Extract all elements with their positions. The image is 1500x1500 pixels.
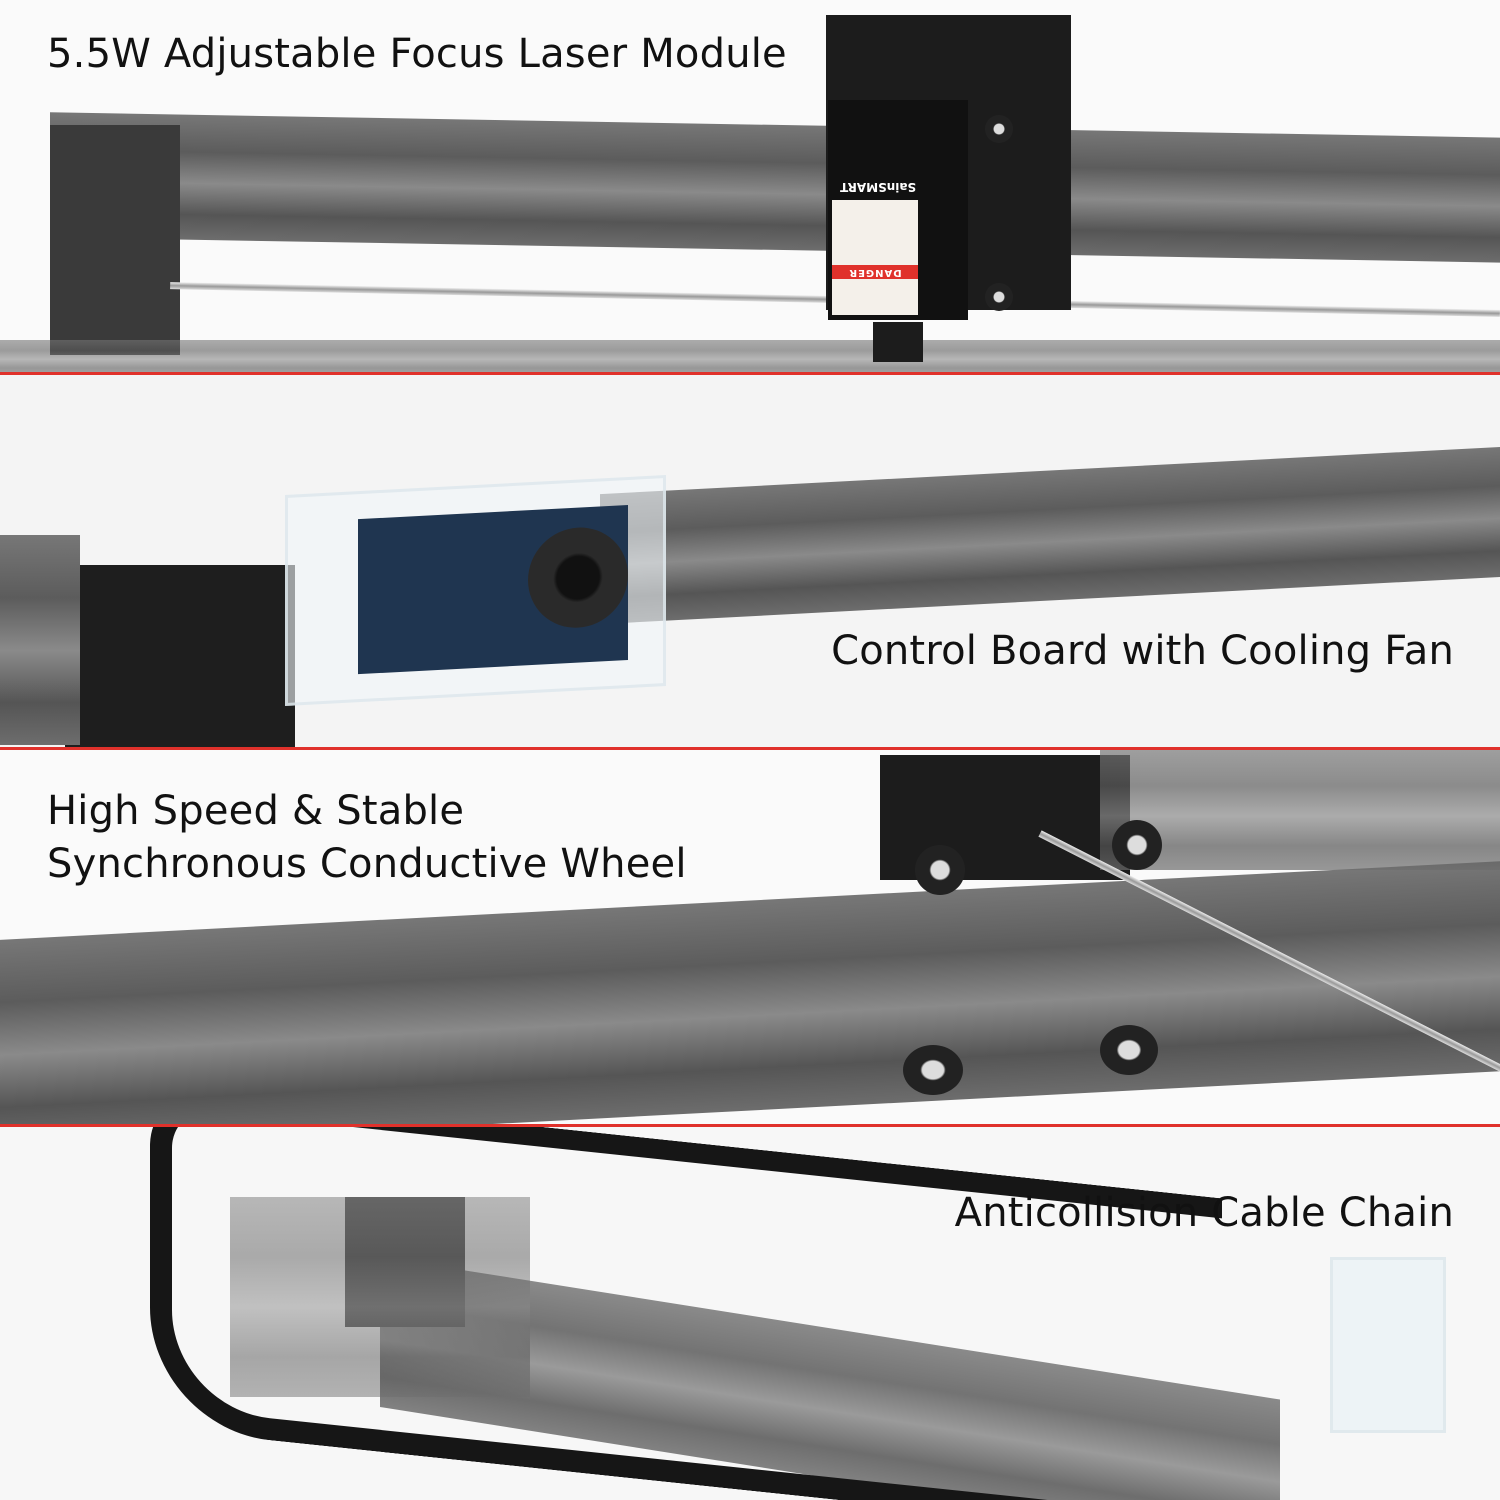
x-axis-rail: [0, 860, 1500, 1125]
idler-wheel: [985, 283, 1013, 311]
danger-strip: DANGER: [832, 265, 918, 279]
frame-corner: [50, 125, 180, 355]
caption-wheel-line2: Synchronous Conductive Wheel: [47, 841, 687, 887]
y-axis-rail: [600, 445, 1500, 625]
panel-laser-module: SainSMART DANGER 5.5W Adjustable Focus L…: [0, 0, 1500, 373]
x-axis-rail: [50, 112, 1500, 263]
panel-control-board: Control Board with Cooling Fan: [0, 375, 1500, 748]
panel-cable-chain: Anticollision Cable Chain: [0, 1127, 1500, 1500]
laser-brand-logo: SainSMART: [840, 180, 917, 194]
cable-chain: [150, 1127, 1222, 1500]
panel-separator: [0, 372, 1500, 375]
panel-wheel: High Speed & Stable Synchronous Conducti…: [0, 750, 1500, 1125]
caption-cable-chain: Anticollision Cable Chain: [954, 1190, 1454, 1236]
control-board-small: [1330, 1257, 1446, 1433]
laser-warning-label: DANGER: [832, 200, 918, 315]
panel-separator: [0, 1124, 1500, 1127]
idler-wheel: [985, 115, 1013, 143]
pulley-wheel: [1112, 820, 1162, 870]
caption-control-board: Control Board with Cooling Fan: [831, 628, 1454, 674]
back-rail: [1100, 750, 1500, 870]
focus-knob: [873, 322, 923, 362]
side-rail: [0, 535, 80, 745]
pulley-wheel: [1100, 1025, 1158, 1075]
pulley-wheel: [915, 845, 965, 895]
frame-side: [230, 1197, 530, 1397]
caption-laser-module: 5.5W Adjustable Focus Laser Module: [47, 31, 787, 77]
lower-rail: [0, 340, 1500, 373]
frame-plate: [65, 565, 295, 748]
pulley-wheel: [903, 1045, 963, 1095]
caption-wheel-line1: High Speed & Stable: [47, 788, 465, 834]
panel-separator: [0, 747, 1500, 750]
control-board: [285, 475, 666, 706]
